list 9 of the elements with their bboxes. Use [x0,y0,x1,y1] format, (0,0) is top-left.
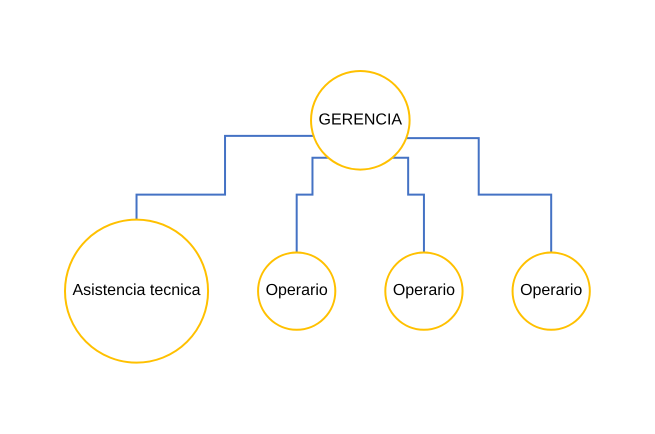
connector [296,156,328,254]
node-circle: Operario [512,252,591,331]
connector [392,156,426,254]
node-circle: Operario [257,252,336,331]
node-circle: GERENCIA [310,70,411,171]
connector [136,135,314,221]
connector [406,137,552,254]
node-circle: Operario [384,252,464,331]
node-circle: Asistencia tecnica [64,218,210,364]
